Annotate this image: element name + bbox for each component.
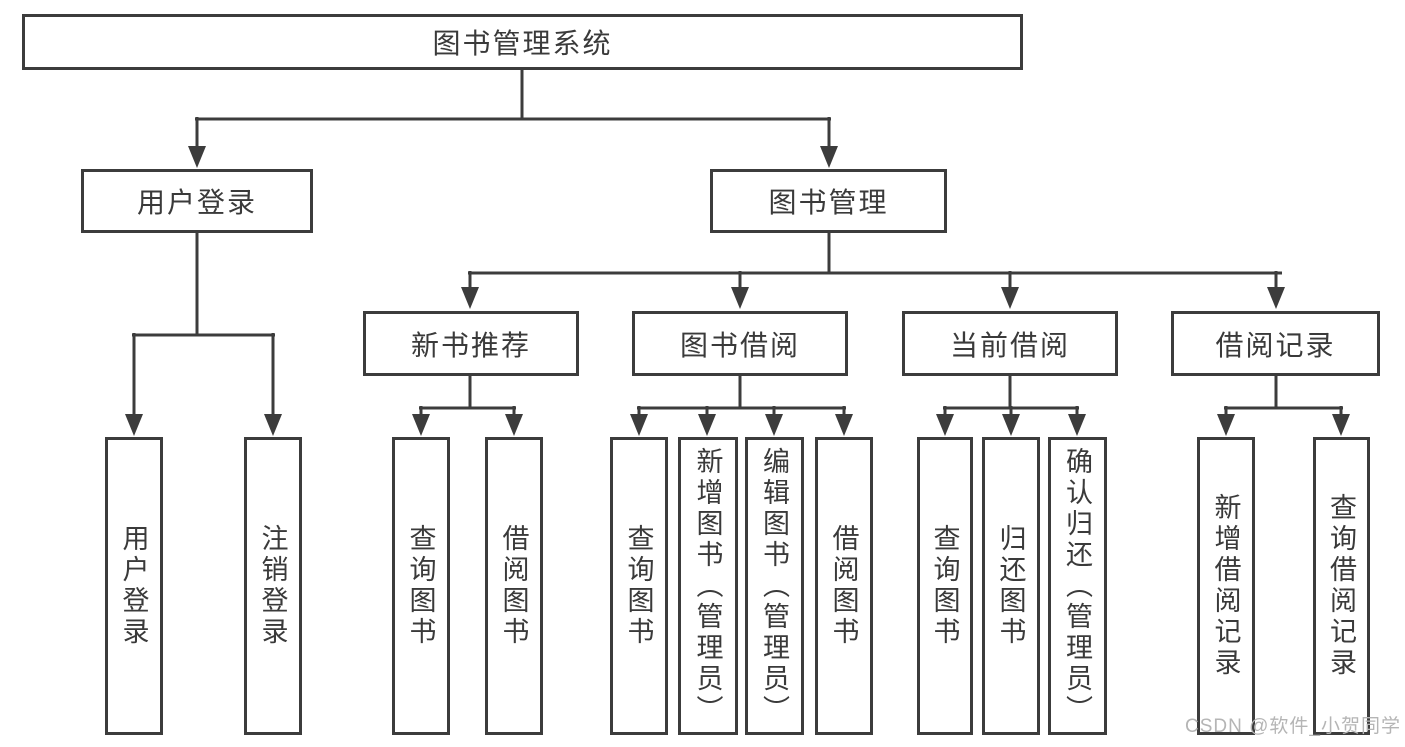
- arrow-down-icon: [412, 414, 430, 436]
- arrow-down-icon: [936, 414, 954, 436]
- leaf-current-confirm-return-admin: 确认归还（管理员）: [1048, 437, 1107, 735]
- arrow-down-icon: [1267, 287, 1285, 309]
- node-borrowing-records: 借阅记录: [1171, 311, 1380, 376]
- csdn-watermark: CSDN @软件_小贺同学: [1185, 716, 1401, 737]
- node-current-borrowing: 当前借阅: [902, 311, 1118, 376]
- leaf-borrowing-edit-books-admin: 编辑图书（管理员）: [745, 437, 804, 735]
- leaf-recommend-query-books: 查询图书: [392, 437, 450, 735]
- leaf-current-query-books: 查询图书: [917, 437, 973, 735]
- arrow-down-icon: [1002, 414, 1020, 436]
- arrow-down-icon: [1332, 414, 1350, 436]
- arrow-down-icon: [698, 414, 716, 436]
- leaf-current-return-books: 归还图书: [982, 437, 1040, 735]
- node-book-management-branch: 图书管理: [710, 169, 947, 233]
- arrow-down-icon: [731, 287, 749, 309]
- arrow-down-icon: [765, 414, 783, 436]
- arrow-down-icon: [505, 414, 523, 436]
- arrow-down-icon: [820, 146, 838, 168]
- node-user-login-branch: 用户登录: [81, 169, 313, 233]
- leaf-records-add-record: 新增借阅记录: [1197, 437, 1255, 735]
- leaf-borrowing-borrow-books: 借阅图书: [815, 437, 873, 735]
- arrow-down-icon: [264, 414, 282, 436]
- arrow-down-icon: [835, 414, 853, 436]
- leaf-records-query-record: 查询借阅记录: [1313, 437, 1370, 735]
- node-new-book-recommend: 新书推荐: [363, 311, 579, 376]
- arrow-down-icon: [125, 414, 143, 436]
- node-book-borrowing: 图书借阅: [632, 311, 848, 376]
- leaf-logout: 注销登录: [244, 437, 302, 735]
- leaf-recommend-borrow-books: 借阅图书: [485, 437, 543, 735]
- arrow-down-icon: [188, 146, 206, 168]
- node-root-system: 图书管理系统: [22, 14, 1023, 70]
- leaf-borrowing-query-books: 查询图书: [610, 437, 668, 735]
- arrow-down-icon: [1217, 414, 1235, 436]
- arrow-down-icon: [1068, 414, 1086, 436]
- arrow-down-icon: [461, 287, 479, 309]
- arrow-down-icon: [630, 414, 648, 436]
- arrow-down-icon: [1001, 287, 1019, 309]
- leaf-borrowing-add-books-admin: 新增图书（管理员）: [678, 437, 738, 735]
- leaf-user-login: 用户登录: [105, 437, 163, 735]
